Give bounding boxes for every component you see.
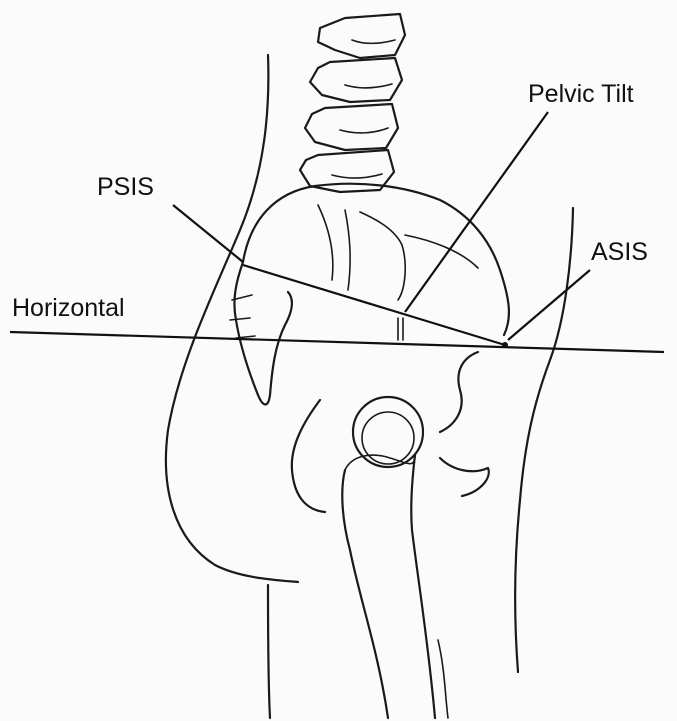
tilt-mark	[398, 318, 403, 340]
horizontal-label: Horizontal	[12, 294, 125, 322]
lumbar-spine	[300, 14, 405, 192]
pelvic-tilt-label: Pelvic Tilt	[528, 80, 634, 108]
femur	[342, 455, 435, 718]
front-outline	[515, 208, 573, 672]
thigh-front-outline	[438, 640, 448, 718]
ilium-inner-fossa	[318, 205, 405, 300]
pelvic-tilt-leader	[405, 112, 548, 312]
buttock-lower-outline	[268, 585, 270, 718]
psis-label: PSIS	[97, 173, 154, 201]
psis-leader	[173, 205, 243, 262]
asis-point	[502, 342, 508, 348]
horizontal-reference-line	[10, 332, 664, 352]
pubis-outline	[440, 352, 489, 496]
ischium-outline	[292, 400, 325, 512]
back-outline	[166, 55, 298, 582]
asis-leader	[508, 270, 590, 340]
sacrum	[234, 262, 292, 404]
ilium-upper-edge	[405, 235, 478, 268]
asis-label: ASIS	[591, 238, 648, 266]
